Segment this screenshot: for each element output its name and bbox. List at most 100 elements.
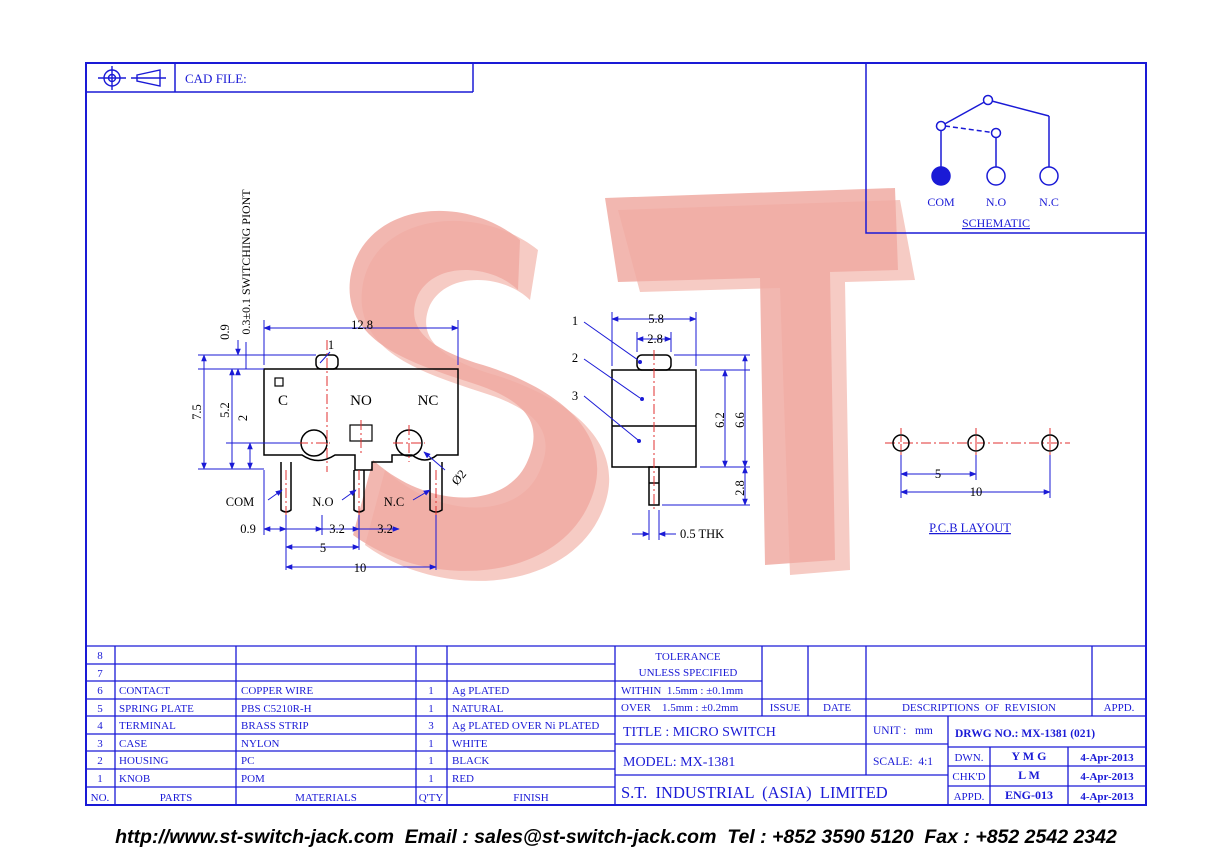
- bom-cell-qty: 1: [428, 703, 434, 715]
- side-no-label: N.O: [312, 495, 333, 509]
- drawing-sheet: CAD FILE: COM N.O N.C SCHEMATIC: [85, 62, 1147, 806]
- side-view-centerlines: [285, 340, 437, 515]
- sheet-border: [85, 62, 1147, 806]
- dim-3-2-b: 3.2: [377, 522, 393, 536]
- appd-label: APPD.: [954, 791, 985, 803]
- dim-0-9: 0.9: [240, 522, 256, 536]
- pcb-dim-10: 10: [970, 485, 983, 499]
- dim-12-8: 12.8: [351, 318, 373, 332]
- chkd-name: L M: [1018, 768, 1040, 782]
- tolerance-within: WITHIN 1.5mm : ±0.1mm: [621, 685, 744, 697]
- tolerance-over: OVER 1.5mm : ±0.2mm: [621, 702, 739, 714]
- revision-issue: ISSUE: [770, 702, 801, 714]
- pcb-layout-title: P.C.B LAYOUT: [929, 521, 1011, 535]
- revision-date: DATE: [823, 702, 851, 714]
- dim-6-2: 6.2: [713, 412, 727, 428]
- dim-5-2: 5.2: [218, 402, 232, 418]
- dim-7-5: 7.5: [190, 404, 204, 420]
- thk-label: 0.5 THK: [680, 527, 724, 541]
- bom-cell-finish: Ag PLATED: [452, 685, 509, 697]
- drawing-title: TITLE : MICRO SWITCH: [623, 725, 776, 740]
- bom-cell-no: 3: [97, 738, 103, 750]
- bom-cell-part: KNOB: [119, 773, 150, 785]
- company-name: S.T. INDUSTRIAL (ASIA) LIMITED: [621, 783, 888, 802]
- side-com-label: COM: [226, 495, 254, 509]
- pin-c-label: C: [278, 393, 288, 409]
- tolerance-subtitle: UNLESS SPECIFIED: [639, 667, 738, 679]
- st-logo-watermark: [349, 188, 915, 581]
- bom-header-no: NO.: [91, 792, 110, 804]
- contact-footer: http://www.st-switch-jack.com Email : sa…: [115, 826, 1117, 848]
- front-callout-2: 2: [572, 351, 578, 365]
- drawing-number: DRWG NO.: MX-1381 (021): [955, 728, 1095, 740]
- bom-cell-no: 4: [97, 720, 103, 732]
- schematic-title: SCHEMATIC: [962, 216, 1030, 230]
- schematic-diagram: [931, 94, 1059, 186]
- unit-label: UNIT : mm: [873, 725, 933, 737]
- appd-date: 4-Apr-2013: [1080, 791, 1134, 803]
- dim-2: 2: [236, 415, 250, 421]
- bom-cell-part: HOUSING: [119, 755, 169, 767]
- pcb-dim-5: 5: [935, 467, 941, 481]
- chkd-label: CHK'D: [952, 771, 985, 783]
- bom-cell-material: NYLON: [241, 738, 280, 750]
- bom-cell-qty: 1: [428, 685, 434, 697]
- bom-header-parts: PARTS: [160, 792, 193, 804]
- schematic-box: [865, 63, 1146, 234]
- bom-cell-material: BRASS STRIP: [241, 720, 309, 732]
- bom-cell-no: 7: [97, 668, 103, 680]
- dwn-date: 4-Apr-2013: [1080, 752, 1134, 764]
- bom-cell-material: COPPER WIRE: [241, 685, 314, 697]
- front-callout-1: 1: [572, 314, 578, 328]
- bom-cell-finish: BLACK: [452, 755, 489, 767]
- bom-cell-no: 5: [97, 703, 103, 715]
- pin-no-label: NO: [350, 393, 372, 409]
- dim-2-8-top: 2.8: [647, 332, 663, 346]
- front-view-dimensions: [583, 312, 750, 540]
- bom-cell-qty: 1: [428, 755, 434, 767]
- bom-header-finish: FINISH: [513, 792, 549, 804]
- dim-2-8: 2.8: [733, 480, 747, 496]
- bom-cell-finish: NATURAL: [452, 703, 504, 715]
- switching-point-label: 0.3±0.1 SWITCHING PIONT: [239, 189, 253, 335]
- schematic-no-label: N.O: [986, 195, 1007, 209]
- projection-symbol-icon: [98, 66, 166, 90]
- bom-cell-part: SPRING PLATE: [119, 703, 194, 715]
- dim-0-9-top: 0.9: [218, 324, 232, 340]
- dim-10: 10: [354, 561, 367, 575]
- revision-appd: APPD.: [1104, 702, 1135, 714]
- title-block-grid: [86, 645, 1146, 805]
- dwn-label: DWN.: [954, 752, 983, 764]
- bom-cell-qty: 1: [428, 738, 434, 750]
- bom-header-materials: MATERIALS: [295, 792, 357, 804]
- dim-5: 5: [320, 541, 326, 555]
- side-view-dimensions: [198, 320, 459, 570]
- bom-cell-finish: RED: [452, 773, 474, 785]
- bom-cell-part: CASE: [119, 738, 147, 750]
- bom-cell-material: POM: [241, 773, 265, 785]
- model-label: MODEL: MX-1381: [623, 755, 735, 770]
- bom-cell-finish: Ag PLATED OVER Ni PLATED: [452, 720, 599, 732]
- bom-cell-material: PBS C5210R-H: [241, 703, 312, 715]
- dim-5-8: 5.8: [648, 312, 664, 326]
- revision-desc: DESCRIPTIONS OF REVISION: [902, 702, 1056, 714]
- bom-cell-finish: WHITE: [452, 738, 488, 750]
- bom-cell-no: 2: [97, 755, 103, 767]
- dim-6-6: 6.6: [733, 412, 747, 428]
- bom-header-qty: Q'TY: [419, 792, 444, 804]
- pin-nc-label: NC: [418, 393, 439, 409]
- dim-phi2: Ø2: [449, 467, 470, 488]
- bom-cell-part: TERMINAL: [119, 720, 176, 732]
- bom-cell-no: 1: [97, 773, 103, 785]
- bom-cell-material: PC: [241, 755, 254, 767]
- front-callout-3: 3: [572, 389, 578, 403]
- schematic-com-label: COM: [927, 195, 955, 209]
- chkd-date: 4-Apr-2013: [1080, 771, 1134, 783]
- bom-cell-qty: 3: [428, 720, 434, 732]
- appd-name: ENG-013: [1005, 788, 1053, 802]
- side-callout-1: 1: [328, 338, 334, 352]
- side-nc-label: N.C: [384, 495, 405, 509]
- bom-cell-part: CONTACT: [119, 685, 170, 697]
- schematic-nc-label: N.C: [1039, 195, 1059, 209]
